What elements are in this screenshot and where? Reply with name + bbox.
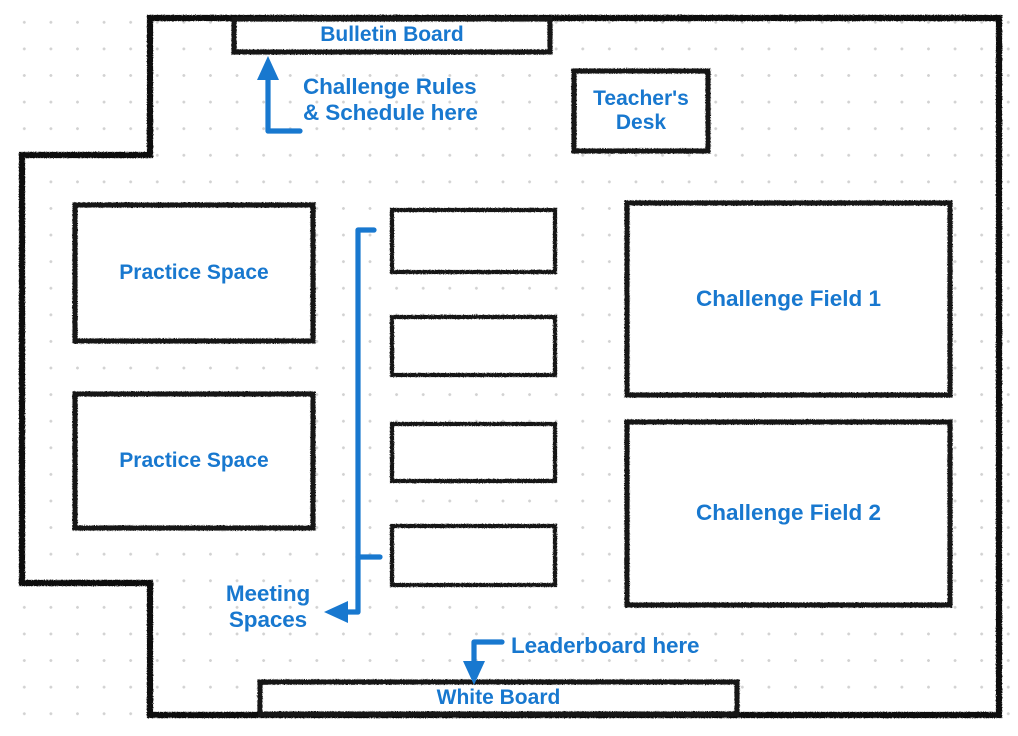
rules-callout-arrow-head-icon [257, 56, 279, 80]
leaderboard-callout-label: Leaderboard here [511, 633, 700, 658]
leaderboard-callout-arrow-head-icon [463, 661, 485, 685]
meeting-table-3-shape[interactable] [389, 421, 558, 484]
rules-callout-arrow-stem [265, 70, 303, 134]
meeting-spaces-bracket [341, 227, 377, 615]
practice-space-1-shape[interactable] [72, 202, 316, 344]
bulletin-board-shape[interactable] [231, 16, 553, 55]
leaderboard-callout-arrow-stem [471, 639, 505, 671]
challenge-field-2-shape[interactable] [624, 419, 953, 608]
room-wall-outline [18, 14, 1003, 719]
rules-callout-label: Challenge Rules & Schedule here [303, 74, 478, 125]
meeting-table-4-shape[interactable] [389, 523, 558, 588]
meeting-spaces-callout-label: Meeting Spaces [225, 581, 311, 632]
practice-space-2-shape[interactable] [72, 391, 316, 531]
meeting-table-2-shape[interactable] [389, 314, 558, 378]
challenge-field-1-shape[interactable] [624, 200, 953, 398]
meeting-table-1-shape[interactable] [389, 207, 558, 275]
meeting-spaces-arrow-head-icon [324, 601, 348, 623]
white-board-shape[interactable] [257, 679, 740, 717]
teachers-desk-shape[interactable] [571, 68, 711, 154]
